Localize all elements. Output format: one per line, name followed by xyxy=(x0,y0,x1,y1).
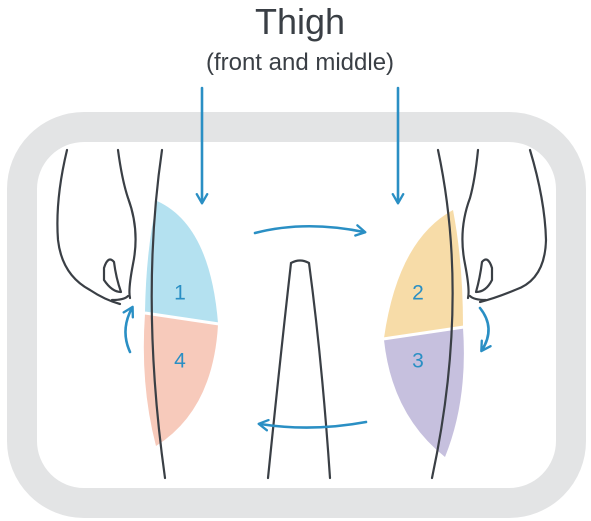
zone-2-area xyxy=(384,210,463,338)
diagram-subtitle: (front and middle) xyxy=(206,49,394,76)
zone-1-label: 1 xyxy=(174,282,186,305)
zone-divider-left xyxy=(144,311,220,326)
zone-3-label: 3 xyxy=(412,350,424,373)
zone-4-label: 4 xyxy=(174,350,186,373)
rotation-arrow-icon xyxy=(257,418,368,432)
right-thigh-outline xyxy=(430,148,548,480)
rotation-arrow-icon xyxy=(122,305,135,354)
zone-1-area xyxy=(145,201,218,323)
rotation-arrow-icon xyxy=(478,306,492,353)
frame-border xyxy=(7,112,586,518)
center-object-outline xyxy=(266,259,332,480)
zone-4-area xyxy=(143,314,218,446)
zone-3-area xyxy=(384,328,464,457)
zone-2-label: 2 xyxy=(412,282,424,305)
rotation-arrow-icon xyxy=(253,224,367,237)
diagram-title: Thigh xyxy=(255,1,345,42)
left-thigh-outline xyxy=(56,148,167,480)
zone-divider-right xyxy=(382,325,465,341)
